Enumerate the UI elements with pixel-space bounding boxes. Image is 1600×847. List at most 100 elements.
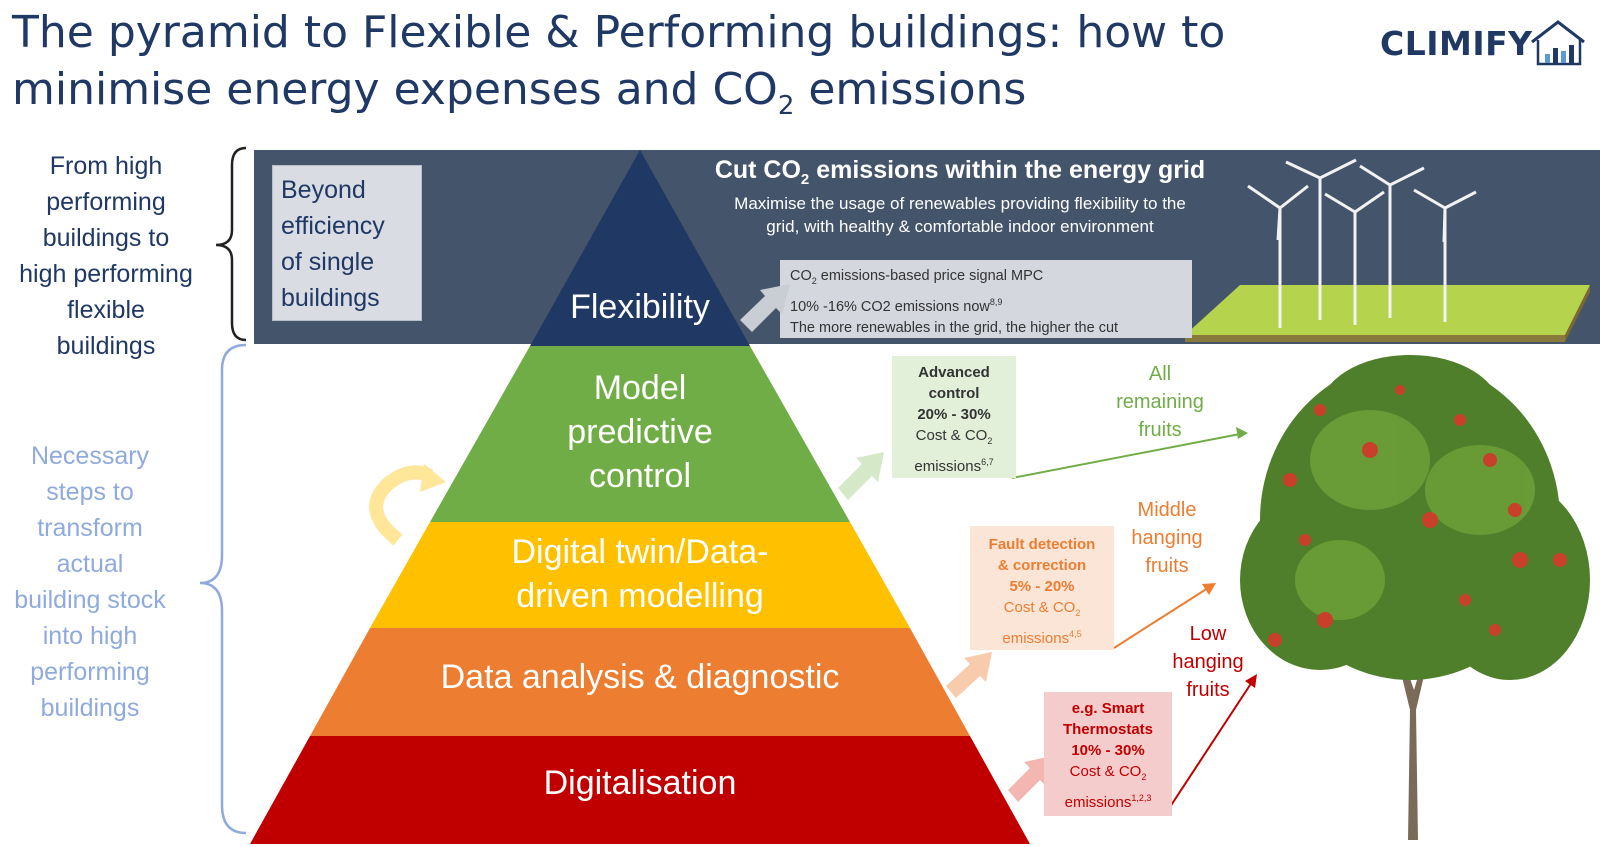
fault-cost: Cost & CO2 bbox=[970, 597, 1114, 624]
fruit-line: fruits bbox=[1138, 419, 1182, 441]
left-label-top: From high performing buildings to high p… bbox=[0, 148, 212, 364]
soil-edge bbox=[1185, 335, 1565, 342]
mpc-line: Model bbox=[593, 369, 687, 407]
left-top-line: flexible bbox=[67, 296, 145, 324]
wind-turbines bbox=[1247, 158, 1477, 328]
fault-emissions-sup: 4,5 bbox=[1069, 629, 1082, 639]
label-low-hanging-fruits: Low hanging fruits bbox=[1158, 620, 1258, 704]
pyramid-level-flexibility bbox=[530, 150, 750, 346]
label-mpc: Model predictive control bbox=[500, 366, 780, 498]
beyond-line: Beyond bbox=[281, 176, 366, 204]
beyond-line: of single bbox=[281, 248, 375, 276]
mpc-1-pre: CO bbox=[790, 268, 812, 284]
mpc-1-post: emissions-based price signal MPC bbox=[816, 268, 1044, 284]
analysis-arrow bbox=[946, 652, 992, 698]
middle-fruits-line bbox=[1113, 587, 1209, 649]
cut-emissions-title: Cut CO2 emissions within the energy grid bbox=[690, 156, 1230, 188]
left-bottom-line: performing bbox=[30, 658, 150, 686]
top-brace bbox=[215, 146, 247, 342]
cut-sub-line-1: Maximise the usage of renewables providi… bbox=[734, 194, 1186, 213]
fruit-line: All bbox=[1148, 363, 1172, 385]
fruit-line: fruits bbox=[1145, 555, 1189, 577]
cut-title-post: emissions within the energy grid bbox=[809, 156, 1206, 184]
left-bottom-line: buildings bbox=[40, 694, 140, 722]
fruit-line: hanging bbox=[1172, 651, 1244, 673]
left-bottom-line: into high bbox=[42, 622, 138, 650]
smart-t2: Thermostats bbox=[1062, 721, 1154, 738]
left-bottom-line: steps to bbox=[46, 478, 134, 506]
pyramid-level-analysis bbox=[310, 628, 970, 736]
label-twin: Digital twin/Data- driven modelling bbox=[420, 530, 860, 618]
fault-emissions-text: emissions bbox=[1002, 630, 1070, 647]
left-top-line: buildings to bbox=[42, 224, 170, 252]
all-fruits-line bbox=[1011, 433, 1241, 479]
mpc-2-sup: 8,9 bbox=[989, 296, 1003, 307]
emissions-mpc-box: CO2 emissions-based price signal MPC 10%… bbox=[780, 260, 1192, 338]
left-bottom-line: Necessary bbox=[30, 442, 150, 470]
title-line-1: The pyramid to Flexible & Performing bui… bbox=[12, 7, 1226, 58]
smart-cost-pre: Cost & CO bbox=[1069, 763, 1142, 780]
braces bbox=[199, 146, 247, 835]
smart-thermostats-box: e.g. Smart Thermostats 10% - 30% Cost & … bbox=[1044, 692, 1172, 816]
left-label-bottom: Necessary steps to transform actual buil… bbox=[0, 438, 180, 726]
smart-pct: 10% - 30% bbox=[1071, 742, 1145, 759]
smart-cost-sub: 2 bbox=[1141, 772, 1147, 782]
apple-tree-illustration bbox=[1240, 355, 1590, 840]
digitalisation-arrow bbox=[1008, 756, 1052, 802]
fault-cost-sub: 2 bbox=[1075, 608, 1081, 618]
advanced-cost-sub: 2 bbox=[987, 436, 993, 446]
fault-pct: 5% - 20% bbox=[1009, 578, 1075, 595]
loop-arrow-head bbox=[420, 464, 446, 492]
title-line-2-sub: 2 bbox=[777, 91, 795, 121]
fruit-line: remaining bbox=[1116, 391, 1204, 413]
beyond-line: efficiency bbox=[281, 212, 385, 240]
soil-side bbox=[1565, 285, 1590, 342]
house-chart-icon bbox=[1531, 20, 1585, 66]
advanced-control-box: Advanced control 20% - 30% Cost & CO2 em… bbox=[892, 356, 1016, 478]
bottom-brace bbox=[199, 343, 247, 835]
advanced-emissions-sup: 6,7 bbox=[981, 457, 994, 467]
flexibility-arrow bbox=[740, 284, 790, 332]
middle-fruits-head bbox=[1202, 583, 1216, 595]
cut-title-sub: 2 bbox=[800, 171, 810, 188]
pyramid-level-twin bbox=[370, 522, 910, 628]
mpc-line: control bbox=[588, 457, 692, 495]
foliage-highlight bbox=[1295, 410, 1535, 620]
advanced-emissions: emissions6,7 bbox=[892, 452, 1016, 477]
mpc-line-3: The more renewables in the grid, the hig… bbox=[790, 319, 1119, 336]
fruit-line: hanging bbox=[1131, 527, 1203, 549]
advanced-cost: Cost & CO2 bbox=[892, 425, 1016, 452]
cut-title-pre: Cut CO bbox=[714, 156, 801, 184]
advanced-pct: 20% - 30% bbox=[917, 406, 991, 423]
label-analysis: Data analysis & diagnostic bbox=[440, 658, 840, 696]
tree-foliage bbox=[1240, 355, 1590, 680]
fruit-line: fruits bbox=[1186, 679, 1230, 701]
twin-line: Digital twin/Data- bbox=[511, 533, 769, 571]
smart-t1: e.g. Smart bbox=[1071, 700, 1145, 717]
low-fruits-line bbox=[1167, 681, 1253, 811]
smart-emissions-text: emissions bbox=[1064, 794, 1132, 811]
label-flexibility: Flexibility bbox=[570, 288, 710, 326]
logo-text: CLIMIFY bbox=[1380, 24, 1533, 63]
apples bbox=[1268, 385, 1567, 647]
smart-emissions-sup: 1,2,3 bbox=[1131, 793, 1152, 803]
title-line-2-pre: minimise energy expenses and CO bbox=[12, 64, 778, 115]
beyond-line: buildings bbox=[281, 284, 380, 312]
mpc-1-sub: 2 bbox=[811, 275, 817, 286]
fault-t2: & correction bbox=[997, 557, 1087, 574]
beyond-efficiency-box: Beyond efficiency of single buildings bbox=[272, 165, 422, 321]
left-top-line: From high bbox=[49, 152, 163, 180]
advanced-t2: control bbox=[928, 385, 980, 402]
mpc-arrow bbox=[838, 452, 884, 500]
advanced-cost-pre: Cost & CO bbox=[915, 427, 988, 444]
left-bottom-line: actual bbox=[56, 550, 124, 578]
left-top-line: performing bbox=[46, 188, 166, 216]
fault-emissions: emissions4,5 bbox=[970, 624, 1114, 649]
cut-sub-line-2: grid, with healthy & comfortable indoor … bbox=[766, 217, 1154, 236]
tree-trunk bbox=[1396, 650, 1430, 840]
title-line-2-post: emissions bbox=[794, 64, 1027, 115]
advanced-t1: Advanced bbox=[918, 364, 990, 381]
left-bottom-line: building stock bbox=[14, 586, 166, 614]
page-title: The pyramid to Flexible & Performing bui… bbox=[12, 4, 1252, 135]
fault-t1: Fault detection bbox=[988, 536, 1096, 553]
